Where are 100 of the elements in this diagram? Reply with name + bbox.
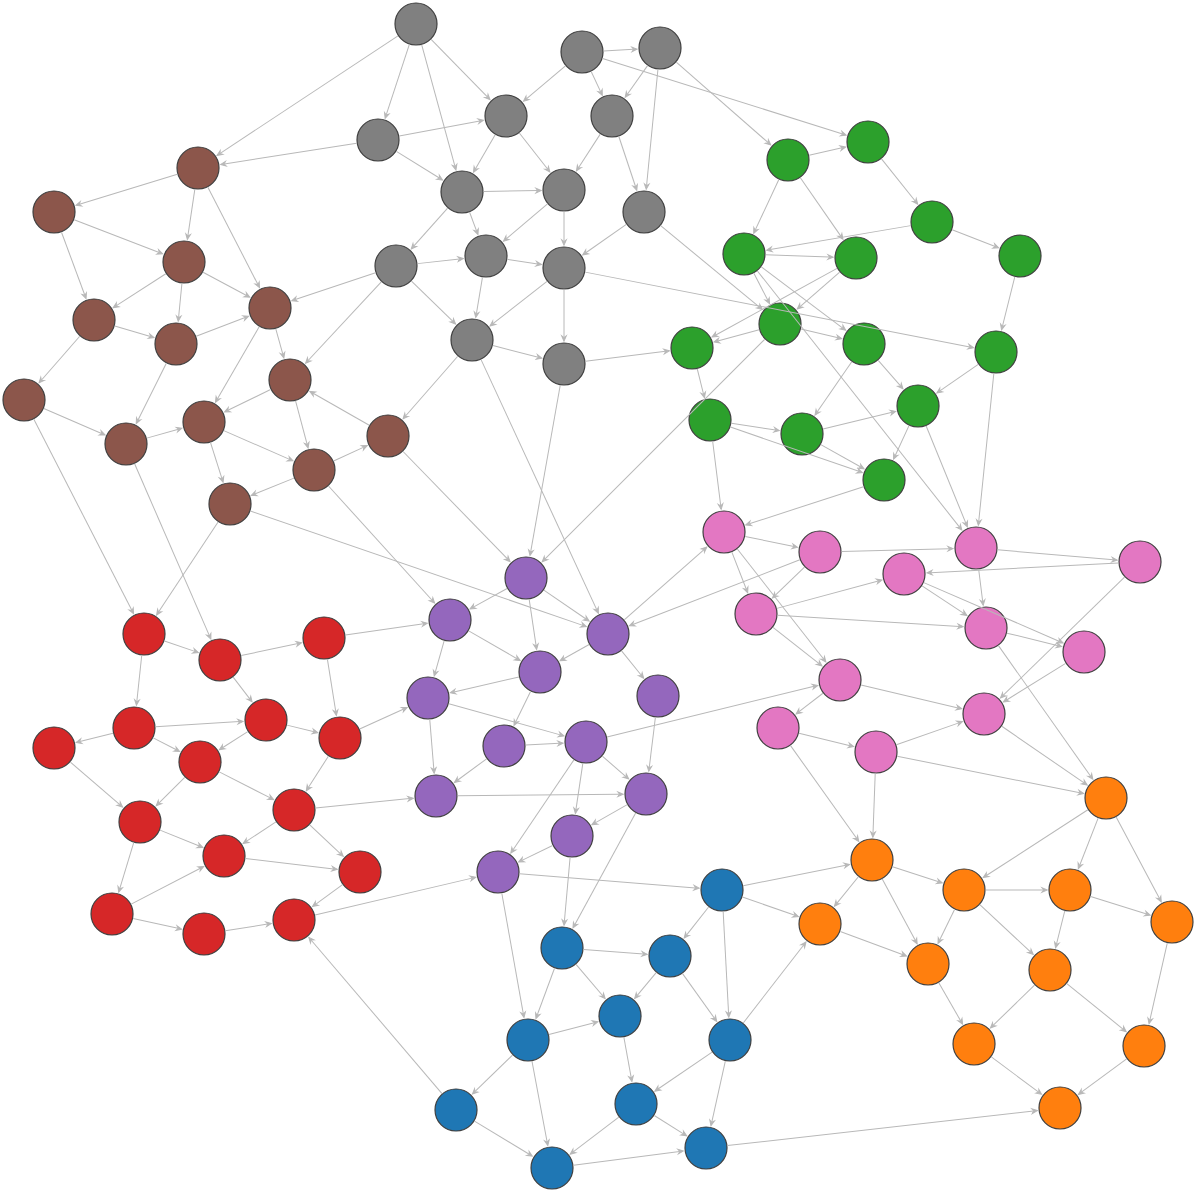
arrow bbox=[870, 773, 876, 838]
network-node bbox=[590, 94, 634, 138]
network-node bbox=[766, 138, 810, 182]
network-node bbox=[542, 246, 586, 290]
network-node bbox=[542, 342, 586, 386]
network-node bbox=[942, 868, 986, 912]
arrow bbox=[730, 422, 780, 433]
arrow bbox=[833, 876, 859, 907]
arrow bbox=[75, 173, 178, 207]
arrow bbox=[731, 551, 749, 594]
network-node bbox=[954, 526, 998, 570]
arrow bbox=[43, 408, 106, 436]
arrow bbox=[249, 510, 587, 628]
network-node bbox=[564, 720, 608, 764]
arrow bbox=[653, 1115, 688, 1137]
arrow bbox=[646, 716, 656, 772]
arrow bbox=[925, 425, 969, 528]
arrow bbox=[1090, 896, 1151, 917]
arrow bbox=[760, 266, 847, 331]
network-node bbox=[1038, 1086, 1082, 1130]
arrow bbox=[250, 477, 295, 497]
network-node bbox=[780, 412, 824, 456]
arrow bbox=[185, 188, 196, 240]
arrow bbox=[291, 272, 376, 302]
network-node bbox=[292, 448, 336, 492]
arrow bbox=[1077, 817, 1099, 870]
arrow bbox=[216, 35, 399, 156]
network-node bbox=[1028, 948, 1072, 992]
arrow bbox=[798, 732, 855, 749]
arrow bbox=[709, 1060, 726, 1127]
network-node bbox=[614, 1082, 658, 1126]
arrow bbox=[606, 683, 819, 738]
arrow bbox=[308, 936, 443, 1095]
network-node bbox=[756, 706, 800, 750]
arrow bbox=[286, 724, 319, 735]
network-node bbox=[798, 530, 842, 574]
arrow bbox=[979, 904, 1034, 955]
arrow bbox=[893, 425, 910, 460]
arrow bbox=[541, 338, 766, 563]
arrow bbox=[468, 630, 521, 662]
network-node bbox=[434, 1088, 478, 1132]
arrow bbox=[561, 289, 567, 342]
arrow bbox=[480, 359, 599, 614]
arrow bbox=[453, 758, 488, 783]
arrow bbox=[777, 614, 964, 630]
arrow bbox=[675, 61, 772, 146]
arrow bbox=[175, 283, 183, 322]
network-node bbox=[638, 26, 682, 70]
arrow bbox=[152, 737, 181, 753]
arrow bbox=[69, 761, 124, 808]
arrow bbox=[938, 982, 964, 1025]
network-node bbox=[248, 286, 292, 330]
arrow bbox=[528, 384, 561, 556]
arrow bbox=[242, 821, 277, 844]
arrow bbox=[333, 445, 368, 462]
arrow bbox=[421, 44, 458, 171]
arrow bbox=[224, 921, 272, 932]
arrow bbox=[61, 231, 87, 300]
arrow bbox=[711, 267, 838, 338]
arrow bbox=[822, 409, 897, 430]
arrow bbox=[134, 463, 212, 640]
network-node bbox=[818, 658, 862, 702]
arrow bbox=[240, 641, 303, 657]
arrow bbox=[155, 776, 186, 807]
network-node bbox=[338, 850, 382, 894]
arrow bbox=[896, 755, 1085, 796]
arrow bbox=[432, 640, 445, 677]
network-node bbox=[118, 800, 162, 844]
arrow bbox=[572, 1148, 684, 1166]
arrow bbox=[244, 858, 338, 872]
arrow bbox=[572, 812, 637, 929]
arrow bbox=[923, 582, 1064, 644]
arrow bbox=[315, 795, 414, 809]
arrow bbox=[448, 703, 565, 738]
arrow bbox=[195, 315, 250, 337]
arrow bbox=[989, 984, 1036, 1029]
network-node bbox=[32, 726, 76, 770]
arrow bbox=[575, 133, 601, 172]
arrow bbox=[510, 759, 575, 854]
arrow bbox=[305, 755, 329, 792]
arrow bbox=[489, 280, 548, 327]
network-node bbox=[122, 612, 166, 656]
arrow bbox=[583, 949, 648, 957]
arrow bbox=[469, 211, 479, 236]
network-node bbox=[834, 236, 878, 280]
arrow bbox=[1077, 1058, 1128, 1095]
arrow bbox=[978, 568, 986, 606]
arrow bbox=[683, 906, 710, 939]
arrow bbox=[569, 1116, 620, 1155]
arrow bbox=[736, 548, 827, 663]
arrow bbox=[623, 1036, 634, 1083]
arrow bbox=[117, 842, 135, 893]
arrow bbox=[682, 973, 718, 1022]
arrow bbox=[314, 875, 477, 916]
network-node bbox=[798, 902, 842, 946]
arrow bbox=[839, 931, 908, 957]
arrow bbox=[474, 1120, 533, 1157]
arrow bbox=[155, 718, 244, 728]
arrow bbox=[429, 719, 437, 774]
arrow bbox=[771, 566, 805, 599]
